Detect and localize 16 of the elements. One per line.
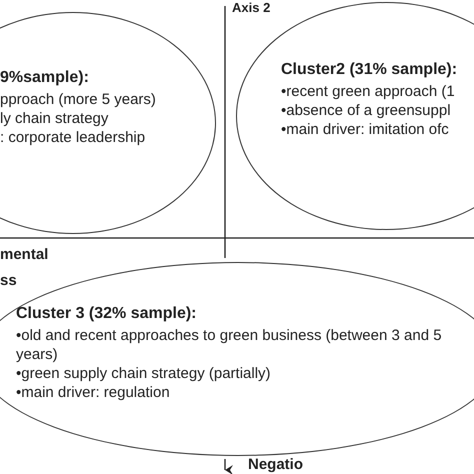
bullet-item: •main driver: imitation ofc — [281, 120, 449, 139]
bullet-item: •green supply chain strategy (partially) — [16, 364, 271, 383]
bullet-item: •old and recent approaches to green business (between 3 and 5 years) — [16, 326, 443, 364]
bullet-item: pproach (more 5 years) — [0, 90, 156, 109]
axis-label: Negatio — [248, 456, 304, 473]
cluster-heading: Cluster2 (31% sample): — [281, 60, 458, 79]
axis-label: ss — [0, 272, 17, 289]
cluster-heading: Cluster 3 (32% sample): — [16, 304, 197, 323]
axis-title: Axis 2 — [232, 0, 270, 15]
bullet-item: •recent green approach (1 — [281, 82, 455, 101]
bullet-item: ly chain strategy — [0, 109, 108, 128]
bullet-item: •main driver: regulation — [16, 383, 170, 402]
axis-label: mental — [0, 246, 48, 263]
bullet-item: : corporate leadership — [0, 128, 146, 147]
bullet-item: •absence of a greensuppl — [281, 101, 451, 120]
cluster-heading: 9%sample): — [0, 68, 89, 87]
